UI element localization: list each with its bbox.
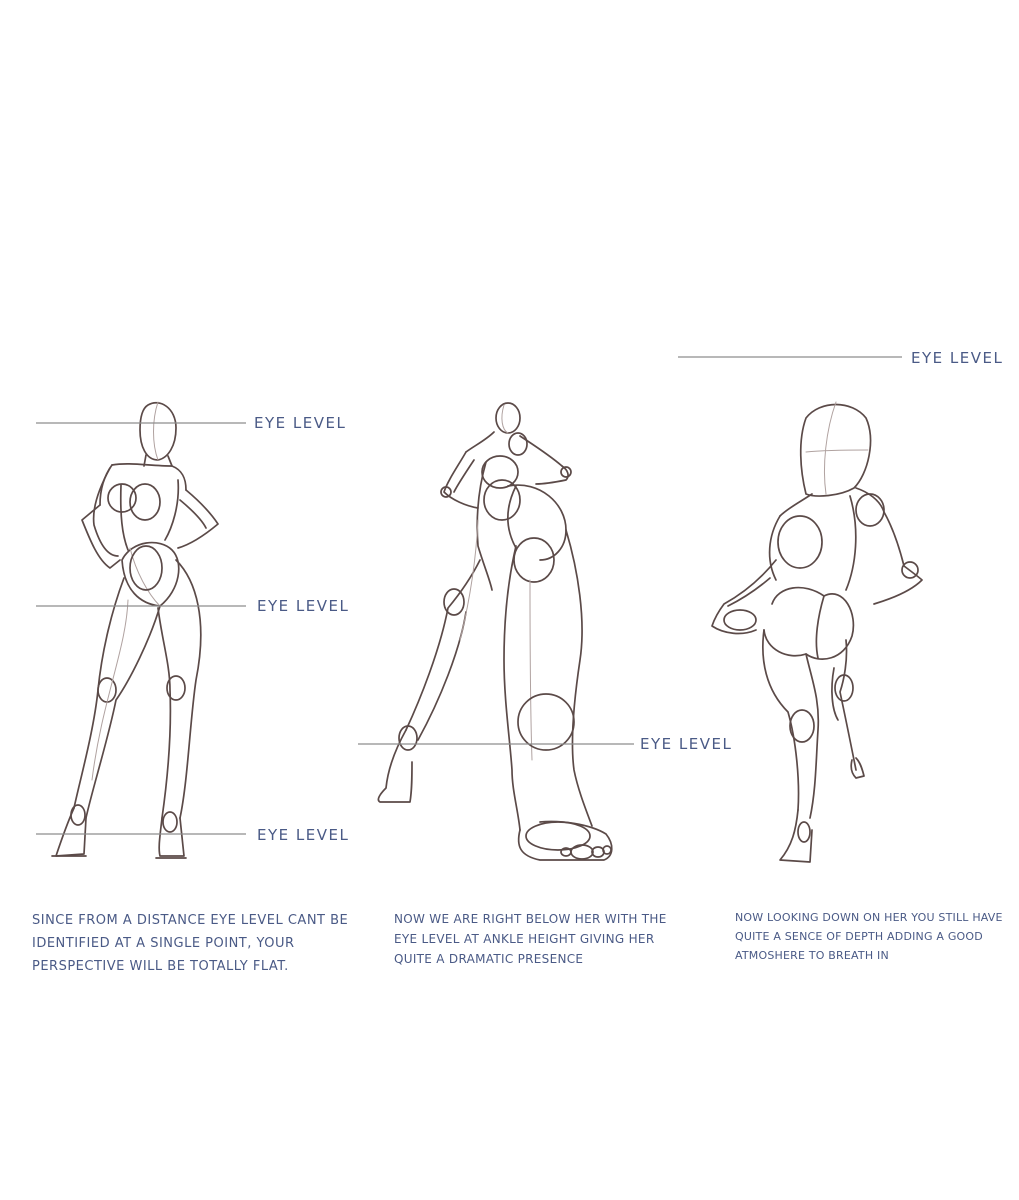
- figure-front-view: [52, 402, 218, 858]
- eye-level-label-above: EYE LEVEL: [911, 349, 1003, 367]
- eye-level-label-feet: EYE LEVEL: [257, 826, 349, 844]
- caption-high-angle: NOW LOOKING DOWN ON HER YOU STILL HAVE Q…: [735, 908, 1005, 965]
- eye-level-label-hips: EYE LEVEL: [257, 597, 349, 615]
- caption-low-angle: NOW WE ARE RIGHT BELOW HER WITH THE EYE …: [394, 909, 684, 969]
- eye-level-label-ankle: EYE LEVEL: [640, 735, 732, 753]
- figure-low-angle-view: [378, 403, 611, 860]
- caption-flat-perspective: SINCE FROM A DISTANCE EYE LEVEL CANT BE …: [32, 909, 372, 978]
- eye-level-label-head: EYE LEVEL: [254, 414, 346, 432]
- figure-high-angle-view: [712, 402, 922, 862]
